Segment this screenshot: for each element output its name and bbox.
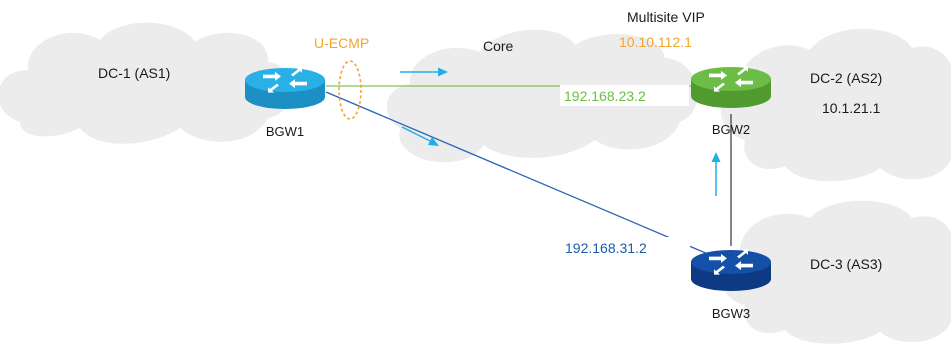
dc3-label: DC-3 (AS3) [810, 256, 882, 272]
flow-arrow-to-bgw2 [400, 67, 448, 77]
multisite-vip-label: Multisite VIP [627, 9, 705, 25]
bgw2-label: BGW2 [712, 122, 750, 137]
router-bgw2-icon[interactable] [691, 66, 771, 108]
dc2-ip-label: 10.1.21.1 [822, 100, 881, 116]
dc2-label: DC-2 (AS2) [810, 70, 882, 86]
core-label: Core [483, 38, 514, 54]
flow-arrow-bgw3-to-bgw2 [711, 152, 721, 196]
cloud-dc1 [0, 22, 292, 144]
cloud-dc2 [720, 28, 951, 182]
router-bgw3-icon[interactable] [691, 249, 771, 291]
cloud-dc3 [720, 200, 951, 344]
uecmp-ellipse [338, 60, 362, 120]
ip-bgw3-tag: 192.168.31.2 [562, 237, 690, 258]
ip-bgw2-label: 192.168.23.2 [564, 88, 646, 104]
bgw1-label: BGW1 [266, 124, 304, 139]
dc1-label: DC-1 (AS1) [98, 65, 170, 81]
bgw3-label: BGW3 [712, 306, 750, 321]
link-bgw1-bgw3 [325, 91, 709, 255]
cloud-core [386, 29, 698, 163]
router-bgw1-icon[interactable] [245, 67, 325, 109]
ip-bgw3-label: 192.168.31.2 [565, 240, 647, 256]
ip-bgw2-tag: 192.168.23.2 [560, 85, 689, 106]
flow-arrow-to-bgw3 [401, 126, 439, 146]
uecmp-label: U-ECMP [314, 35, 369, 51]
vip-ip-label: 10.10.112.1 [619, 34, 692, 50]
